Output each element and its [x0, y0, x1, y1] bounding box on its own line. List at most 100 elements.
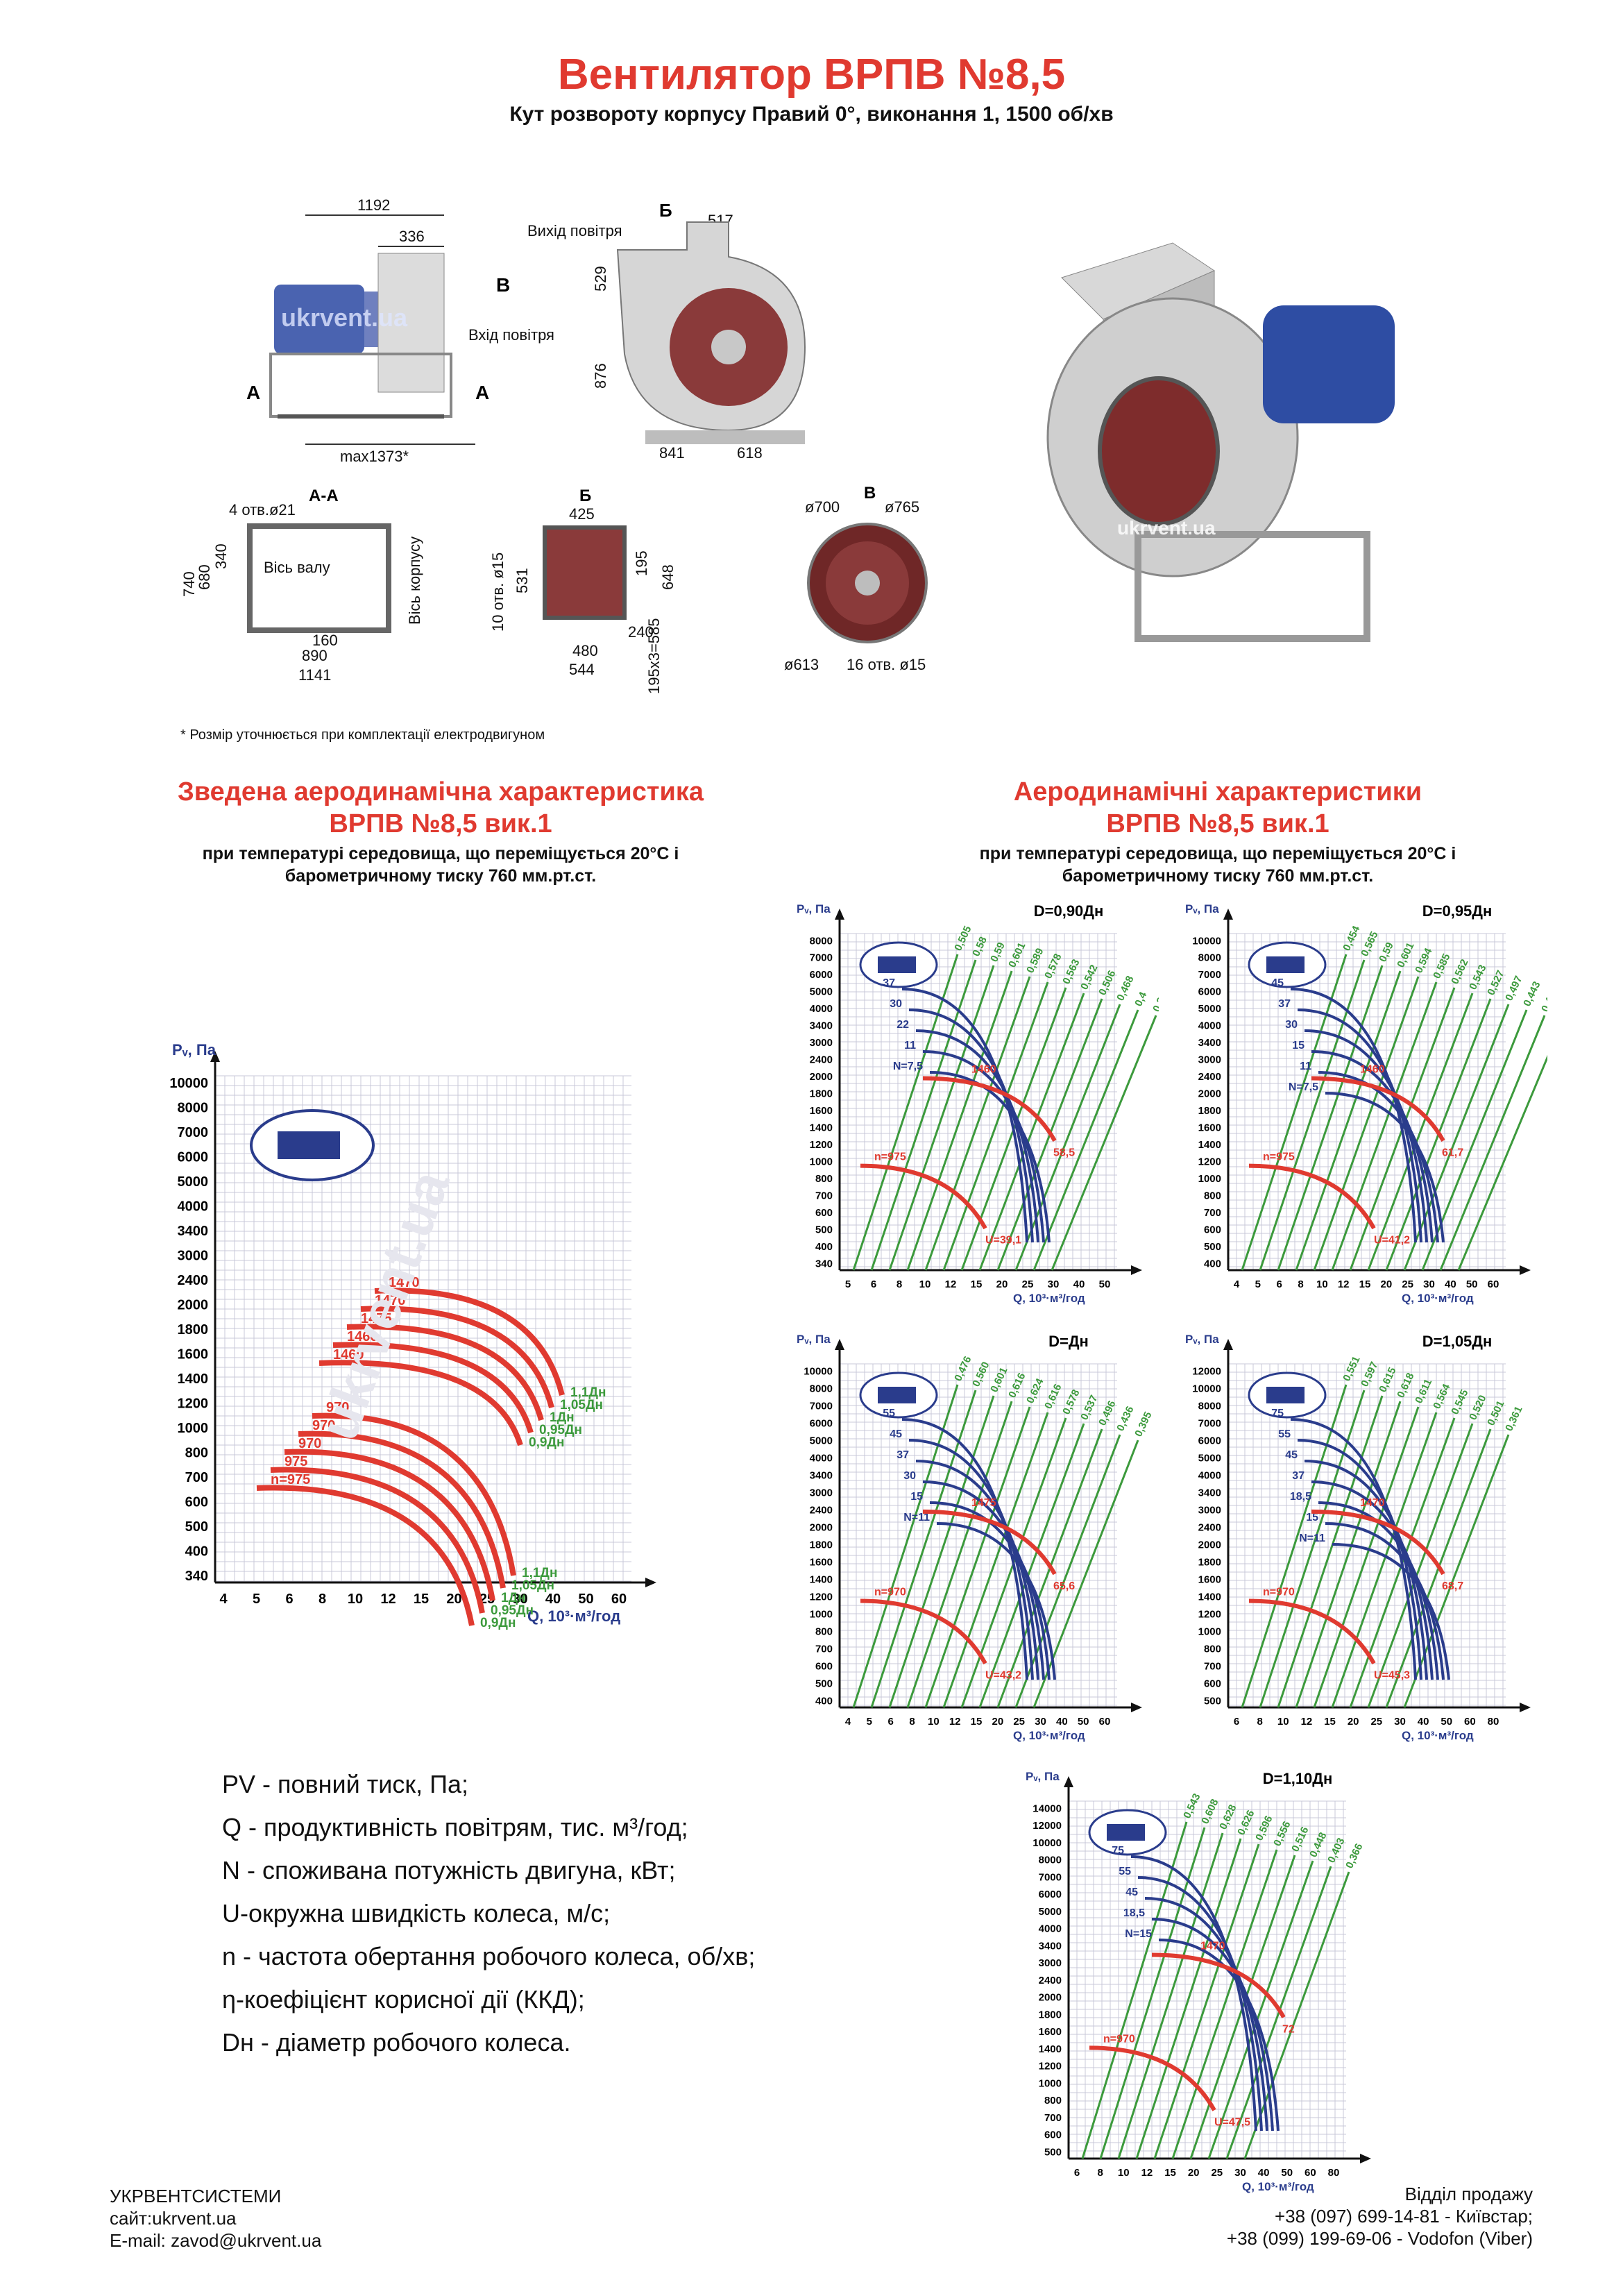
y-tick-label: 3400 — [1198, 1037, 1221, 1049]
speed-curve-high — [1311, 1076, 1445, 1142]
power-label: 11 — [904, 1040, 916, 1052]
x-tick-label: 6 — [887, 1716, 893, 1728]
dim-1141: 1141 — [298, 666, 331, 684]
detail-title-1: Аеродинамічні характеристики — [1013, 777, 1422, 807]
efficiency-label: 0,403 — [1325, 1836, 1347, 1864]
power-curve — [1325, 1522, 1445, 1680]
summary-lower-n-label: 970 — [298, 1436, 321, 1451]
logo-fan-icon — [1266, 1387, 1305, 1403]
y-tick-label: 7000 — [1039, 1871, 1062, 1883]
summary-sub-1: при температурі середовища, що переміщує… — [202, 844, 679, 863]
power-curve — [915, 1460, 1039, 1680]
efficiency-label: 0,443 — [1521, 979, 1543, 1008]
efficiency-line — [852, 954, 959, 1271]
efficiency-label: 0,543 — [1181, 1791, 1203, 1820]
x-tick-label: 6 — [871, 1278, 876, 1290]
y-tick-label: 800 — [1204, 1643, 1221, 1655]
y-tick-label: 2000 — [1198, 1088, 1221, 1100]
summary-upper-d-label: 1,1Дн — [570, 1385, 606, 1400]
y-tick-label: 400 — [815, 1241, 833, 1253]
power-label: 45 — [1125, 1886, 1138, 1898]
x-tick-label: 20 — [992, 1716, 1003, 1728]
logo-fan-icon — [878, 1387, 916, 1403]
y-axis-label: Pᵥ, Па — [1026, 1770, 1060, 1783]
dim-336: 336 — [399, 228, 425, 245]
legend-symbol: n — [222, 1942, 237, 1970]
efficiency-label: 0,628 — [1217, 1803, 1239, 1831]
email-link[interactable]: E-mail: zavod@ukrvent.ua — [110, 2230, 322, 2251]
summary-title-1: Зведена аеродинамічна характеристика — [177, 777, 704, 807]
x-tick-label: 30 — [1394, 1716, 1406, 1728]
x-tick-label: 12 — [1338, 1278, 1350, 1290]
efficiency-line — [1457, 1054, 1547, 1271]
summary-chart: Pᵥ, ПаQ, 10³·м³/год100008000700060005000… — [169, 1041, 656, 1630]
power-curve — [936, 1522, 1056, 1680]
x-axis-label: Q, 10³·м³/год — [527, 1607, 620, 1625]
efficiency-line — [1439, 1015, 1546, 1271]
y-tick-label: 1200 — [1198, 1156, 1221, 1167]
power-label: 37 — [1292, 1470, 1305, 1482]
power-curve — [1144, 1897, 1268, 2132]
summary-upper-curve — [346, 1324, 544, 1421]
y-tick-label: 500 — [815, 1678, 833, 1689]
y-tick-label: 1600 — [1198, 1122, 1221, 1133]
efficiency-label: 0,537 — [1078, 1393, 1100, 1421]
y-tick-label: 14000 — [1033, 1803, 1062, 1814]
legend-text: -окружна швидкість колеса, м/с; — [240, 1899, 611, 1927]
y-tick-label: 800 — [1204, 1190, 1221, 1201]
logo-fan-icon — [878, 956, 916, 973]
tip-speed-high-label: 65,6 — [1053, 1580, 1075, 1592]
efficiency-line — [1033, 1440, 1139, 1708]
power-label: 22 — [897, 1019, 909, 1031]
y-tick-label: 2000 — [810, 1521, 833, 1533]
watermark: ukrvent.ua — [281, 303, 408, 332]
speed-label-high: 1475 — [971, 1497, 996, 1509]
summary-title-2: ВРПВ №8,5 вик.1 — [329, 809, 552, 838]
summary-upper-curve — [374, 1288, 565, 1396]
efficiency-label: 0,565 — [1359, 929, 1380, 958]
phone-vodafone[interactable]: +38 (099) 199-69-06 - Vodofon (Viber) — [1226, 2228, 1533, 2249]
front-view-drawing: Вихід повітря Б 517 529 876 841 618 — [527, 201, 806, 462]
efficiency-line — [942, 1412, 1049, 1708]
watermark: ukrvent.ua — [1117, 517, 1216, 539]
chart-title: D=1,10Дн — [1263, 1770, 1333, 1787]
y-tick-label: 3000 — [1198, 1504, 1221, 1516]
efficiency-label: 0,616 — [1006, 1371, 1028, 1399]
y-tick-label: 2400 — [810, 1504, 833, 1516]
power-curve — [1290, 988, 1417, 1243]
speed-label-low: n=975 — [1263, 1151, 1295, 1163]
x-tick-label: 50 — [1466, 1278, 1478, 1290]
summary-lower-n-label: 970 — [326, 1400, 349, 1415]
efficiency-label: 0,542 — [1078, 963, 1100, 991]
legend-item: Dн - діаметр робочого колеса. — [222, 2021, 847, 2064]
x-tick-label: 40 — [1258, 2167, 1270, 2179]
y-tick-label: 12000 — [1033, 1820, 1062, 1832]
efficiency-label: 0,4 — [1132, 990, 1149, 1008]
y-tick-label: 1000 — [1198, 1173, 1221, 1185]
y-tick-label: 800 — [1044, 2095, 1062, 2107]
company-name: УКРВЕНТСИСТЕМИ — [110, 2186, 282, 2206]
x-tick-label: 60 — [1305, 2167, 1316, 2179]
y-tick-label: 6000 — [810, 969, 833, 981]
y-tick-label: 1800 — [810, 1088, 833, 1100]
site-link[interactable]: сайт:ukrvent.ua — [110, 2208, 237, 2229]
y-tick-label: 5000 — [810, 1435, 833, 1446]
y-tick-label: 3000 — [810, 1037, 833, 1049]
y-tick-label: 1200 — [1198, 1608, 1221, 1620]
x-tick-label: 40 — [545, 1592, 561, 1607]
x-tick-label: 12 — [1141, 2167, 1153, 2179]
chart-d095: Pᵥ, ПаQ, 10³·м³/год100008000700060005000… — [1185, 902, 1547, 1305]
power-curve — [1158, 1939, 1280, 2132]
efficiency-line — [888, 1395, 995, 1708]
phone-kyivstar[interactable]: +38 (097) 699-14-81 - Київстар; — [1274, 2206, 1533, 2227]
y-tick-label: 1200 — [1039, 2061, 1062, 2073]
power-curve — [1290, 1418, 1417, 1680]
dim-890: 890 — [302, 647, 328, 664]
motor-body — [274, 285, 364, 354]
efficiency-label: 0,551 — [1341, 1354, 1362, 1383]
y-tick-label: 1800 — [178, 1322, 209, 1337]
power-curve — [908, 1439, 1034, 1680]
power-curve — [1311, 1050, 1434, 1243]
power-curve — [1325, 1092, 1445, 1243]
y-tick-label: 340 — [185, 1569, 208, 1584]
